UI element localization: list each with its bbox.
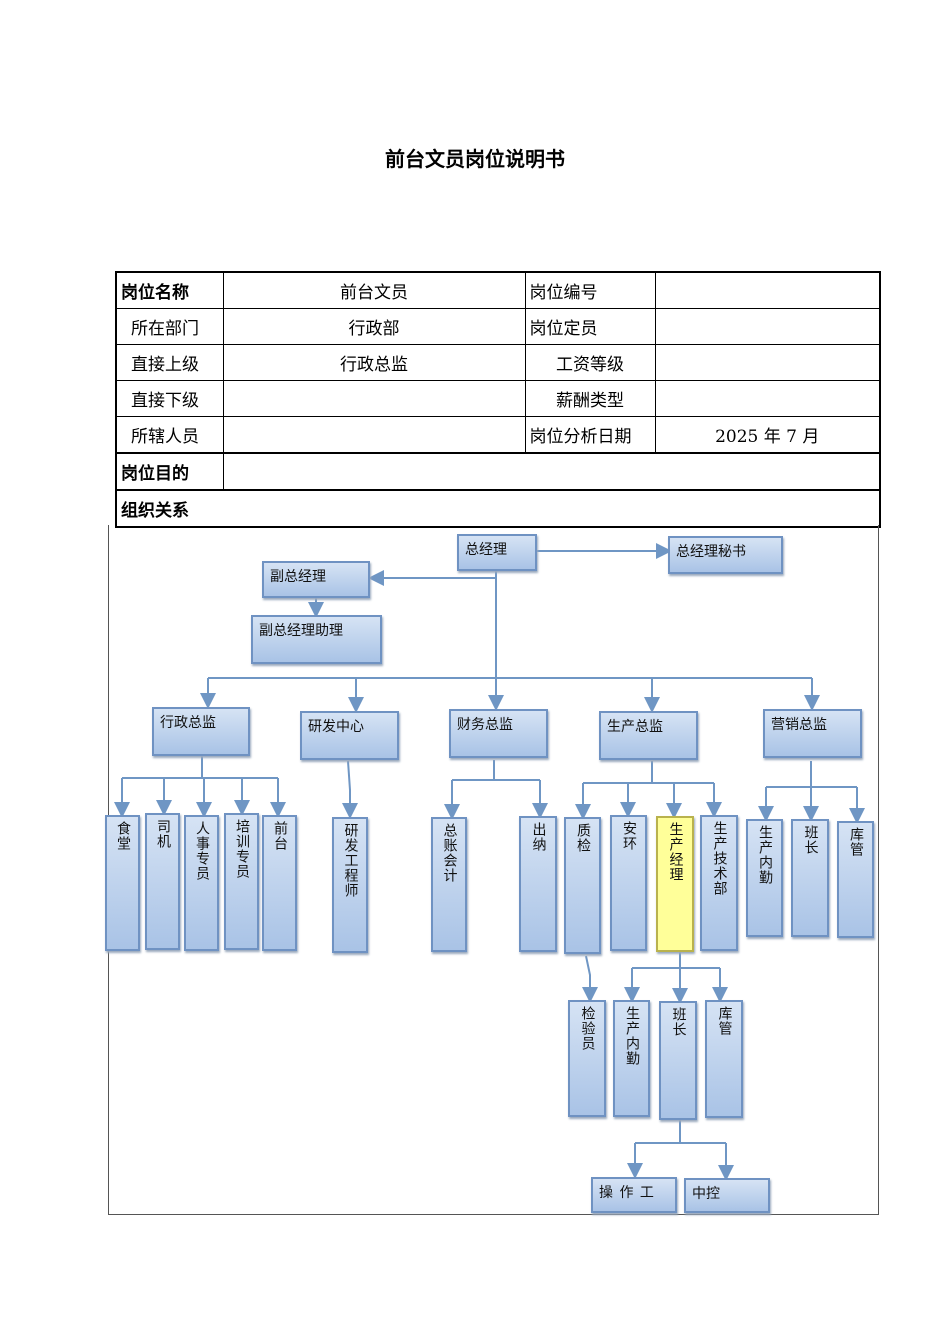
production-tech-box: 生产技术部 [700, 815, 738, 951]
qc-box: 质检 [564, 817, 601, 954]
ledger-accountant-label: 总账会计 [441, 823, 458, 883]
training-specialist-box: 培训专员 [224, 813, 259, 950]
cashier-label: 出纳 [530, 822, 547, 852]
cashier-box: 出纳 [519, 816, 557, 952]
finance-director-box: 财务总监 [449, 709, 548, 758]
headcount-value [654, 308, 881, 345]
qc-label: 质检 [575, 823, 591, 853]
sales-storekeeper-box: 库管 [837, 821, 874, 938]
canteen-box: 食堂 [105, 815, 140, 951]
vp-box: 副总经理 [262, 561, 370, 598]
subordinate-label: 直接下级 [115, 380, 224, 417]
superior-value: 行政总监 [222, 344, 526, 381]
managed-staff-label: 所辖人员 [115, 416, 224, 454]
inspector-label: 检验员 [579, 1006, 596, 1051]
ledger-accountant-box: 总账会计 [431, 817, 467, 952]
canteen-label: 食堂 [115, 821, 131, 851]
sales-clerk-box: 生产内勤 [746, 819, 783, 937]
ceo-secretary-box: 总经理秘书 [668, 536, 783, 574]
pay-type-value [654, 380, 881, 417]
department-label: 所在部门 [115, 308, 224, 345]
production-clerk-box: 生产内勤 [613, 1000, 650, 1117]
purpose-label: 岗位目的 [115, 452, 224, 491]
rd-engineer-label: 研发工程师 [342, 823, 359, 898]
production-clerk-label: 生产内勤 [624, 1006, 640, 1066]
inspector-box: 检验员 [568, 1000, 606, 1117]
table-row: 组织关系 [115, 489, 881, 528]
production-manager-label: 生产经理 [667, 822, 684, 882]
vp-assistant-box: 副总经理助理 [251, 615, 382, 664]
sales-team-leader-box: 班长 [791, 819, 829, 937]
sales-team-leader-label: 班长 [802, 825, 819, 855]
table-row: 直接下级 薪酬类型 [115, 380, 881, 417]
rd-engineer-box: 研发工程师 [332, 817, 368, 953]
team-leader-label: 班长 [670, 1007, 687, 1037]
safety-label: 安环 [621, 821, 637, 851]
central-control-box: 中控 [684, 1178, 770, 1213]
storekeeper-label: 库管 [716, 1006, 733, 1036]
subordinate-value [222, 380, 526, 417]
page-title: 前台文员岗位说明书 [385, 147, 565, 171]
superior-label: 直接上级 [115, 344, 224, 381]
table-row: 直接上级 行政总监 工资等级 [115, 344, 881, 381]
admin-director-box: 行政总监 [152, 707, 250, 756]
reception-box: 前台 [262, 815, 297, 951]
headcount-label: 岗位定员 [524, 308, 656, 345]
driver-label: 司机 [155, 819, 171, 849]
analysis-date-value: 2025 年 7 月 [654, 416, 881, 454]
sales-director-box: 营销总监 [763, 709, 862, 758]
storekeeper-box: 库管 [705, 1000, 743, 1118]
reception-label: 前台 [272, 821, 288, 851]
salary-grade-label: 工资等级 [524, 344, 656, 381]
managed-staff-value [222, 416, 526, 454]
team-leader-box: 班长 [659, 1001, 697, 1120]
hr-specialist-box: 人事专员 [184, 815, 219, 951]
driver-box: 司机 [145, 813, 180, 950]
salary-grade-value [654, 344, 881, 381]
rnd-center-box: 研发中心 [300, 711, 399, 760]
production-director-box: 生产总监 [599, 711, 698, 760]
job-info-table: 岗位名称 前台文员 岗位编号 所在部门 行政部 岗位定员 直接上级 行政总监 工… [115, 271, 881, 528]
sales-storekeeper-label: 库管 [848, 827, 864, 857]
operator-box: 操 作 工 [591, 1177, 677, 1213]
job-code-label: 岗位编号 [524, 271, 656, 309]
safety-box: 安环 [610, 815, 647, 951]
pay-type-label: 薪酬类型 [524, 380, 656, 417]
org-label: 组织关系 [115, 489, 881, 528]
table-row: 所在部门 行政部 岗位定员 [115, 308, 881, 345]
production-tech-label: 生产技术部 [711, 821, 728, 896]
sales-clerk-label: 生产内勤 [757, 825, 773, 885]
ceo-box: 总经理 [457, 534, 537, 571]
production-manager-box: 生产经理 [656, 816, 694, 952]
table-row: 岗位目的 [115, 452, 881, 491]
hr-specialist-label: 人事专员 [194, 821, 210, 881]
training-specialist-label: 培训专员 [234, 819, 250, 879]
